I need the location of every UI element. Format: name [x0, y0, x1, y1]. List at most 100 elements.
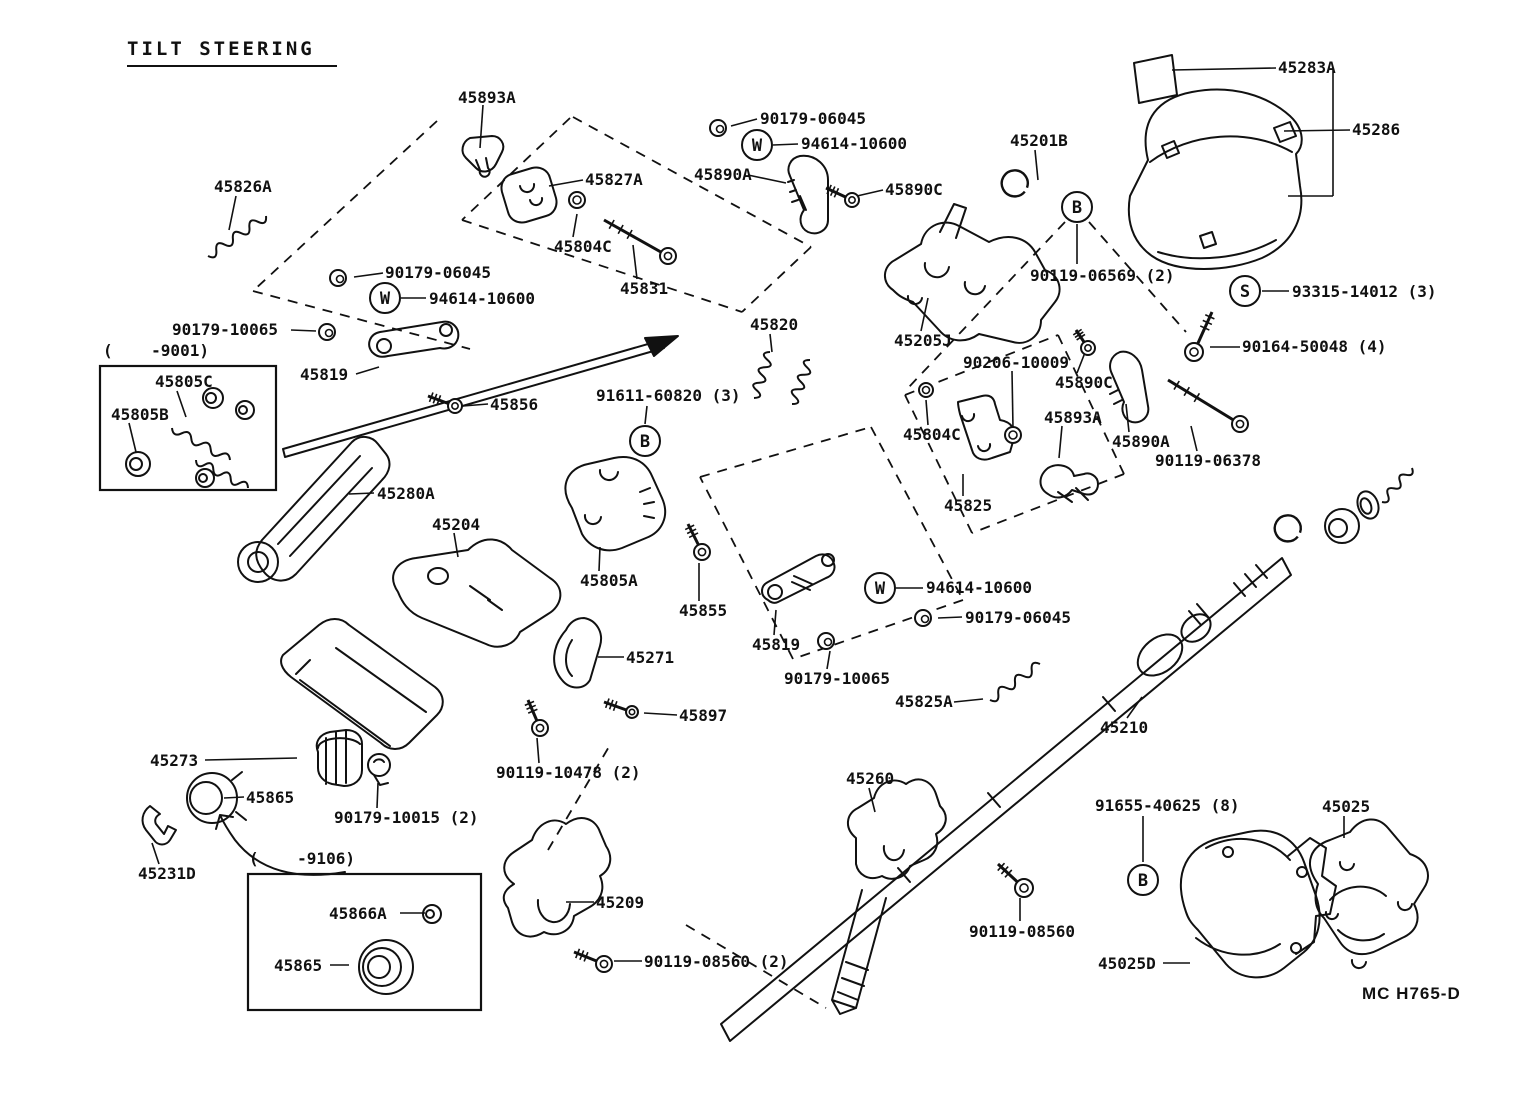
variant-box — [98, 364, 278, 492]
part-label-90119-06378: 90119-06378 — [1155, 451, 1261, 470]
part-label-45819: 45819 — [300, 365, 349, 384]
bolt-thread — [526, 704, 537, 710]
part-label-45890A: 45890A — [694, 165, 752, 184]
bolt-thread — [1183, 386, 1191, 397]
part-label-45286: 45286 — [1352, 120, 1401, 139]
part-label-45231D: 45231D — [138, 864, 196, 883]
nut-bore — [324, 328, 334, 338]
part-45025D-cover — [1179, 829, 1337, 979]
part-45260-intermediate-shaft — [831, 778, 947, 1015]
bolt-thread — [1076, 333, 1086, 341]
part-45893A-bracket — [461, 135, 505, 178]
part-45865-bushing-bore — [189, 781, 223, 815]
dashed-guide-line — [904, 394, 973, 534]
bolt-thread — [436, 395, 442, 405]
nut-bore — [920, 614, 930, 624]
part-45280A-tube-end — [237, 541, 279, 583]
part-45210-yoke — [1136, 633, 1184, 677]
leader-line — [1058, 425, 1063, 459]
leader-line — [1034, 149, 1039, 181]
bolt-thread — [608, 699, 614, 710]
leader-line — [772, 143, 799, 146]
bolt-thread — [428, 392, 434, 403]
part-45890A-lever-2 — [1109, 350, 1150, 424]
bolt-thread — [432, 393, 438, 404]
marker-letter-W: W — [752, 136, 763, 156]
bolt-head-socket — [697, 547, 707, 557]
part-label-45205J: 45205J — [894, 331, 952, 350]
part-label-45201B: 45201B — [1010, 131, 1068, 150]
leader-line — [632, 244, 638, 280]
dashed-guide-line — [572, 116, 812, 248]
part-label-45805B: 45805B — [111, 405, 169, 424]
leader-line — [769, 333, 773, 353]
dashed-guide-line — [685, 924, 827, 1009]
part-label-45209: 45209 — [596, 893, 645, 912]
part-label-45890C: 45890C — [885, 180, 943, 199]
part-label-45866A: 45866A — [329, 904, 387, 923]
leader-line — [925, 399, 929, 426]
part-45893A-clamp — [1039, 464, 1099, 503]
part-label-45283A: 45283A — [1278, 58, 1336, 77]
bolt-thread — [1072, 328, 1083, 336]
washer-bore — [1008, 430, 1018, 440]
part-45215-ring — [1356, 490, 1380, 520]
leader-line — [176, 390, 187, 418]
bolt-thread — [1004, 869, 1013, 878]
part-label-45804C: 45804C — [903, 425, 961, 444]
bolt-thread — [1173, 380, 1180, 390]
part-45819-hole — [439, 323, 453, 337]
part-45201B-snap-ring — [1273, 514, 1302, 543]
dashed-guide-line — [907, 221, 1066, 389]
leader-line — [747, 174, 787, 184]
leader-line — [223, 796, 245, 799]
part-label-45210: 45210 — [1100, 718, 1149, 737]
bolt-head — [1080, 340, 1096, 356]
bolt-head — [1184, 342, 1204, 362]
part-45819-hole — [376, 338, 392, 354]
part-label-94614-10600: 94614-10600 — [801, 134, 907, 153]
leader-line — [204, 757, 298, 761]
part-kit-bushing-bore — [198, 473, 208, 483]
leader-line — [1283, 129, 1351, 132]
part-label-45025D: 45025D — [1098, 954, 1156, 973]
part-label-90119-085602: 90119-08560 (2) — [644, 952, 789, 971]
part-label-91655-406258: 91655-40625 (8) — [1095, 796, 1240, 815]
part-45210-yoke-2 — [1180, 613, 1212, 643]
bolt-thread — [1193, 392, 1201, 403]
part-45204-bracket — [392, 538, 562, 648]
marker-circle-B — [629, 425, 661, 457]
bolt-thread — [626, 229, 633, 240]
part-45280A-column-tube — [255, 436, 391, 582]
bolt-head-socket — [663, 251, 673, 261]
bolt-head-socket — [848, 196, 856, 204]
part-kit-bushing-bore — [205, 392, 217, 404]
part-45209-universal-joint — [502, 817, 612, 938]
leader-line — [536, 737, 540, 764]
bolt-thread — [527, 708, 538, 714]
marker-circle-B — [1061, 191, 1093, 223]
part-label-45856: 45856 — [490, 395, 539, 414]
bolt-head — [659, 247, 677, 265]
part-label-90164-500484: 90164-50048 (4) — [1242, 337, 1387, 356]
part-45201G-spring — [1381, 467, 1414, 504]
part-45866A-bore — [425, 909, 435, 919]
leader-line — [730, 118, 758, 127]
dashed-guide-line — [699, 426, 872, 478]
part-45271-retainer — [553, 617, 602, 689]
marker-circle-B — [1127, 864, 1159, 896]
part-label-90119-065692: 90119-06569 (2) — [1030, 266, 1175, 285]
direction-arrow — [282, 339, 665, 458]
bolt-thread — [1000, 866, 1009, 875]
part-label-90179-100152: 90179-10015 (2) — [334, 808, 479, 827]
part-label-90179-06045: 90179-06045 — [385, 263, 491, 282]
leader-line — [1011, 370, 1014, 429]
part-45865-ring — [367, 955, 391, 979]
leader-line — [937, 616, 963, 619]
bolt-head — [595, 955, 613, 973]
part-label-45893A: 45893A — [1044, 408, 1102, 427]
nut-bore — [823, 637, 833, 647]
part-45025D-hole — [1296, 866, 1308, 878]
part-45825-bracket — [957, 394, 1016, 461]
